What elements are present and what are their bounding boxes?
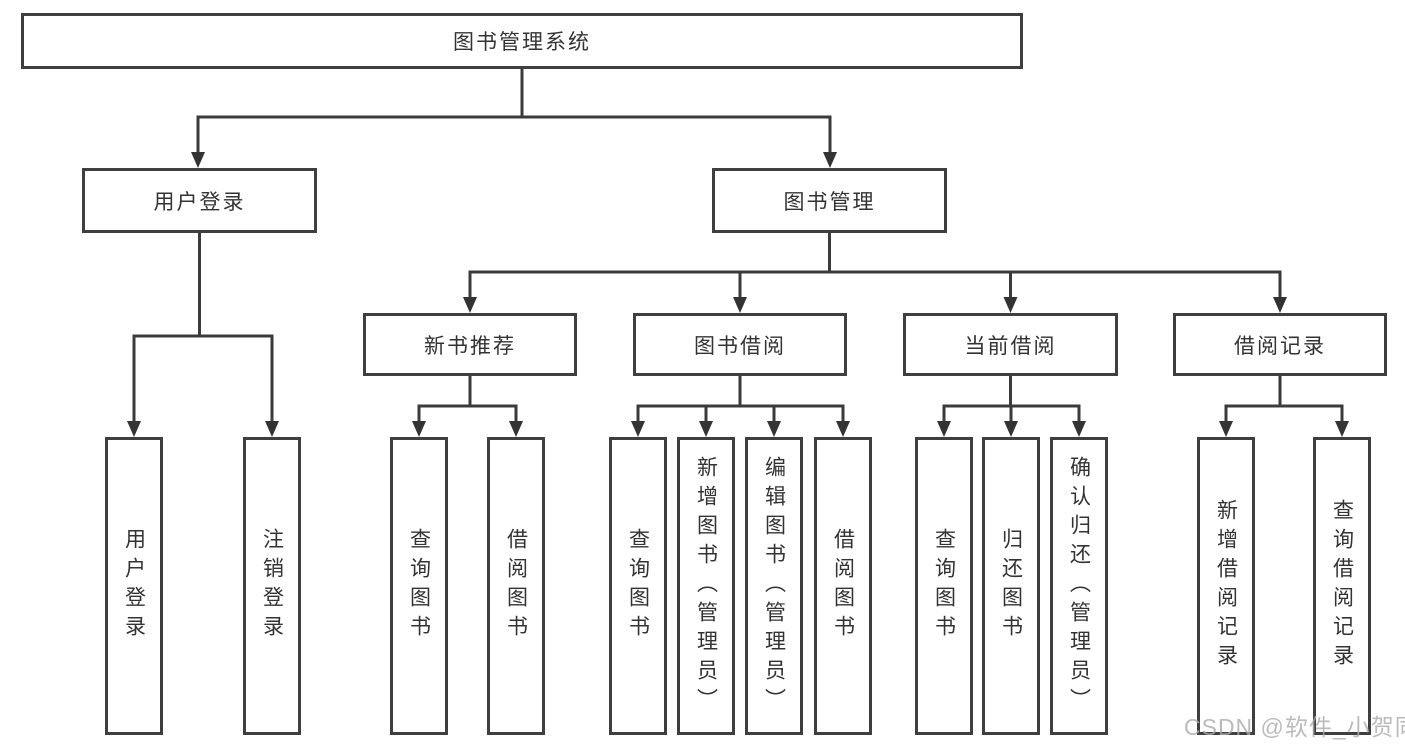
- node-library-management-system: 图书管理系统: [21, 13, 1023, 69]
- leaf-add-borrow-record: 新增借阅记录: [1197, 437, 1255, 735]
- node-borrowing-records: 借阅记录: [1173, 313, 1387, 376]
- node-current-borrowing: 当前借阅: [903, 313, 1118, 376]
- node-user-login-module: 用户登录: [82, 168, 317, 233]
- leaf-query-books-current: 查询图书: [915, 437, 973, 735]
- node-new-book-recommend: 新书推荐: [363, 313, 577, 376]
- leaf-borrow-books-recommend: 借阅图书: [487, 437, 545, 735]
- node-book-borrowing: 图书借阅: [633, 313, 847, 376]
- leaf-return-book: 归还图书: [982, 437, 1040, 735]
- leaf-add-book-admin: 新增图书（管理员）: [677, 437, 735, 735]
- leaf-user-login: 用户登录: [105, 437, 163, 735]
- csdn-watermark: CSDN @软件_小贺同学: [1184, 714, 1405, 740]
- leaf-query-books-borrowing: 查询图书: [609, 437, 667, 735]
- node-book-management: 图书管理: [712, 168, 947, 233]
- leaf-query-books-recommend: 查询图书: [390, 437, 448, 735]
- arrowheads: [127, 152, 1349, 437]
- leaf-logout: 注销登录: [243, 437, 301, 735]
- leaf-borrow-books-borrowing: 借阅图书: [814, 437, 872, 735]
- leaf-confirm-return-admin: 确认归还（管理员）: [1050, 437, 1108, 735]
- leaf-edit-book-admin: 编辑图书（管理员）: [745, 437, 803, 735]
- leaf-query-borrow-record: 查询借阅记录: [1313, 437, 1371, 735]
